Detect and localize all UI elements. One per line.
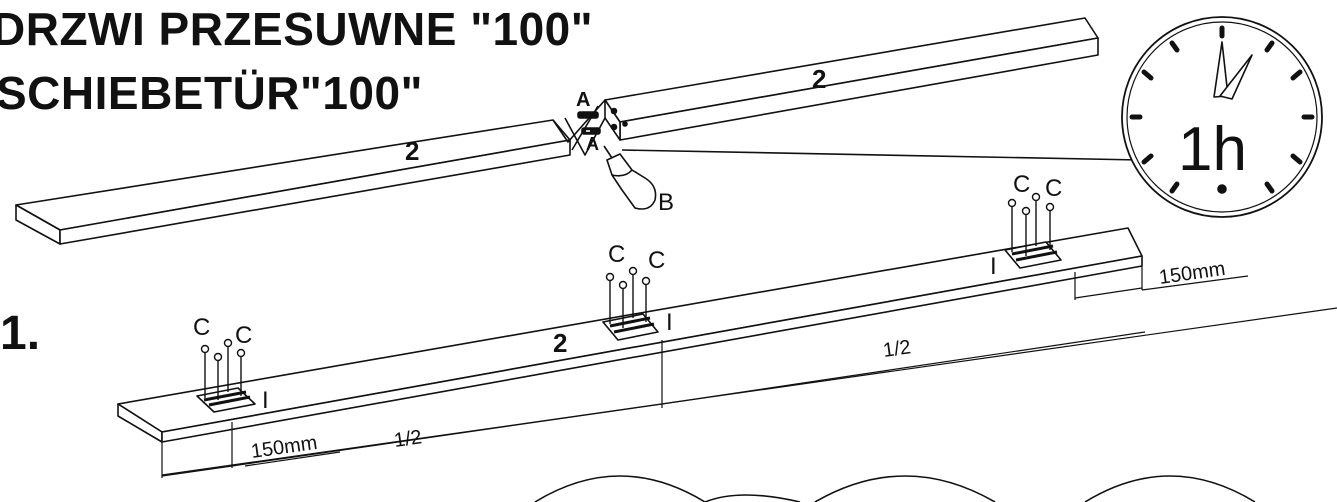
title-polish: DRZWI PRZESUWNE "100" <box>0 3 594 55</box>
label-fitting-i-left: I <box>262 387 269 414</box>
label-fitting-i-middle: I <box>666 309 673 336</box>
upper-left-board <box>15 119 571 245</box>
label-fitting-i-right: I <box>990 253 997 280</box>
label-offset-left: 150mm <box>250 432 319 463</box>
upper-right-board <box>604 17 1099 141</box>
fitting-left <box>196 338 256 413</box>
dowel-a <box>577 111 601 135</box>
label-part-2-lower: 2 <box>553 328 567 358</box>
label-screw-c-middle-1: C <box>608 241 625 268</box>
label-half-left: 1/2 <box>393 426 424 452</box>
clock-icon <box>1121 16 1323 218</box>
clock-leader-line <box>621 149 1141 161</box>
label-screw-c-right-2: C <box>1045 175 1062 202</box>
glue-bottle-icon <box>603 145 657 210</box>
label-glue-b: B <box>658 189 674 216</box>
label-dowel-a-bottom: A <box>586 134 599 154</box>
label-offset-right: 150mm <box>1158 258 1227 289</box>
label-screw-c-middle-2: C <box>648 247 665 274</box>
label-dowel-a-top: A <box>576 89 590 111</box>
label-screw-c-right-1: C <box>1013 171 1030 198</box>
label-screw-c-left-1: C <box>193 314 210 341</box>
label-part-2-upper-right: 2 <box>812 64 826 94</box>
label-screw-c-left-2: C <box>235 322 252 349</box>
title-german: SCHIEBETÜR"100" <box>0 67 423 119</box>
bottom-arcs <box>534 475 1256 502</box>
clock-duration: 1h <box>1178 115 1247 184</box>
label-half-right: 1/2 <box>882 336 913 362</box>
fitting-middle <box>602 266 659 341</box>
label-part-2-upper-left: 2 <box>405 136 419 166</box>
fitting-right <box>1004 192 1062 269</box>
dimension-lines <box>161 266 1337 478</box>
step-number: 1. <box>0 307 41 360</box>
